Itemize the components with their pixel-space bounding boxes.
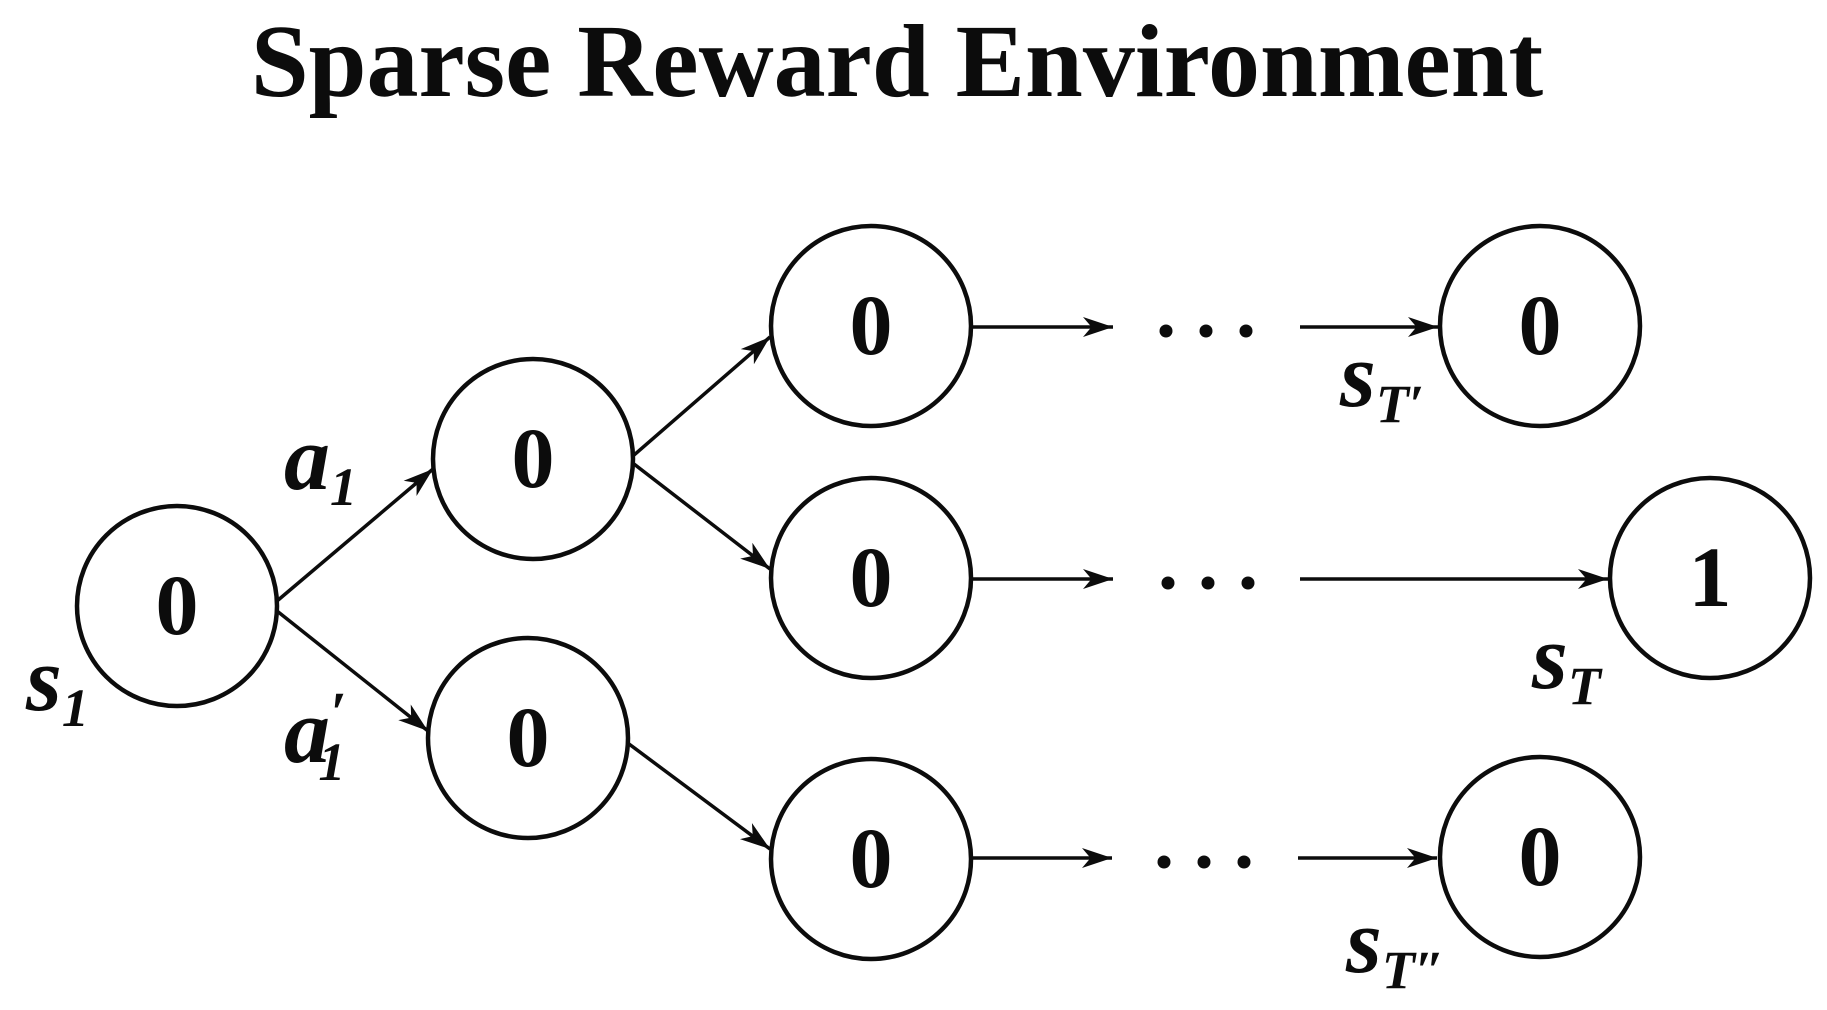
state-node-row-top-mid: 0 xyxy=(768,223,974,429)
state-circle xyxy=(768,223,974,429)
label-base: s xyxy=(1345,890,1382,992)
state-value: 0 xyxy=(850,529,893,625)
state-value: 0 xyxy=(507,689,550,785)
label-prime: ′ xyxy=(330,680,346,745)
state-node-s1: 0 xyxy=(74,503,280,709)
ellipsis-dot xyxy=(1159,324,1173,338)
ellipsis-dot xyxy=(1241,576,1255,590)
action-label-a1: a1 xyxy=(284,407,357,517)
arrow-branch-bottom-to-row-bottom xyxy=(627,742,772,851)
state-node-sT-prime: 0 xyxy=(1437,223,1643,429)
arrow-s1-to-branch-top xyxy=(275,467,435,603)
state-circle xyxy=(74,503,280,709)
state-circle xyxy=(1437,223,1643,429)
state-node-row-middle-mid: 0 xyxy=(768,475,974,681)
action-label-a1-prime: a′1 xyxy=(284,680,346,792)
state-label-sT: sT xyxy=(1531,606,1603,716)
ellipsis-dots-row-top xyxy=(1159,324,1253,338)
state-node-sT: 1 xyxy=(1607,475,1813,681)
arrow-branch-top-to-row-middle xyxy=(632,462,772,571)
state-label-sT-double-prime: sT″ xyxy=(1345,890,1445,1000)
state-circle xyxy=(430,356,636,562)
state-circle xyxy=(768,475,974,681)
state-node-branch-top: 0 xyxy=(430,356,636,562)
state-node-sT-double-prime: 0 xyxy=(1437,754,1643,960)
ellipsis-dot xyxy=(1157,855,1171,869)
state-value: 0 xyxy=(1519,808,1562,904)
label-subscript: T′ xyxy=(1376,374,1424,434)
label-base: a xyxy=(284,680,330,782)
state-label-sT-prime: sT′ xyxy=(1339,324,1424,434)
label-base: s xyxy=(1339,324,1376,426)
ellipsis-dots-row-bottom xyxy=(1157,855,1251,869)
ellipsis-dot xyxy=(1237,855,1251,869)
label-base: a xyxy=(284,407,330,509)
ellipsis-dots-row-middle xyxy=(1161,576,1255,590)
arrow-s1-to-branch-bottom xyxy=(275,609,430,733)
transition-arrows xyxy=(275,317,1608,868)
diagram-title: Sparse Reward Environment xyxy=(251,4,1544,119)
arrow-branch-top-to-row-top xyxy=(632,335,772,457)
ellipsis-dot xyxy=(1239,324,1253,338)
state-circle xyxy=(768,756,974,962)
ellipsis-dot xyxy=(1201,576,1215,590)
ellipsis-dot xyxy=(1197,855,1211,869)
state-value: 0 xyxy=(512,410,555,506)
state-label-s1: s1 xyxy=(25,628,89,738)
state-circle xyxy=(425,635,631,841)
state-value: 0 xyxy=(1519,277,1562,373)
label-subscript: 1 xyxy=(318,732,345,792)
label-subscript: T″ xyxy=(1382,940,1445,1000)
state-value: 0 xyxy=(156,557,199,653)
state-value: 0 xyxy=(850,277,893,373)
label-subscript: T xyxy=(1568,656,1603,716)
label-base: s xyxy=(25,628,62,730)
label-base: s xyxy=(1531,606,1568,708)
ellipsis-dot xyxy=(1161,576,1175,590)
state-circle xyxy=(1437,754,1643,960)
state-node-row-bottom-mid: 0 xyxy=(768,756,974,962)
ellipsis-dot xyxy=(1199,324,1213,338)
label-subscript: 1 xyxy=(330,457,357,517)
state-value: 1 xyxy=(1689,529,1732,625)
state-circle xyxy=(1607,475,1813,681)
state-value: 0 xyxy=(850,810,893,906)
state-node-branch-bottom: 0 xyxy=(425,635,631,841)
label-subscript: 1 xyxy=(62,678,89,738)
